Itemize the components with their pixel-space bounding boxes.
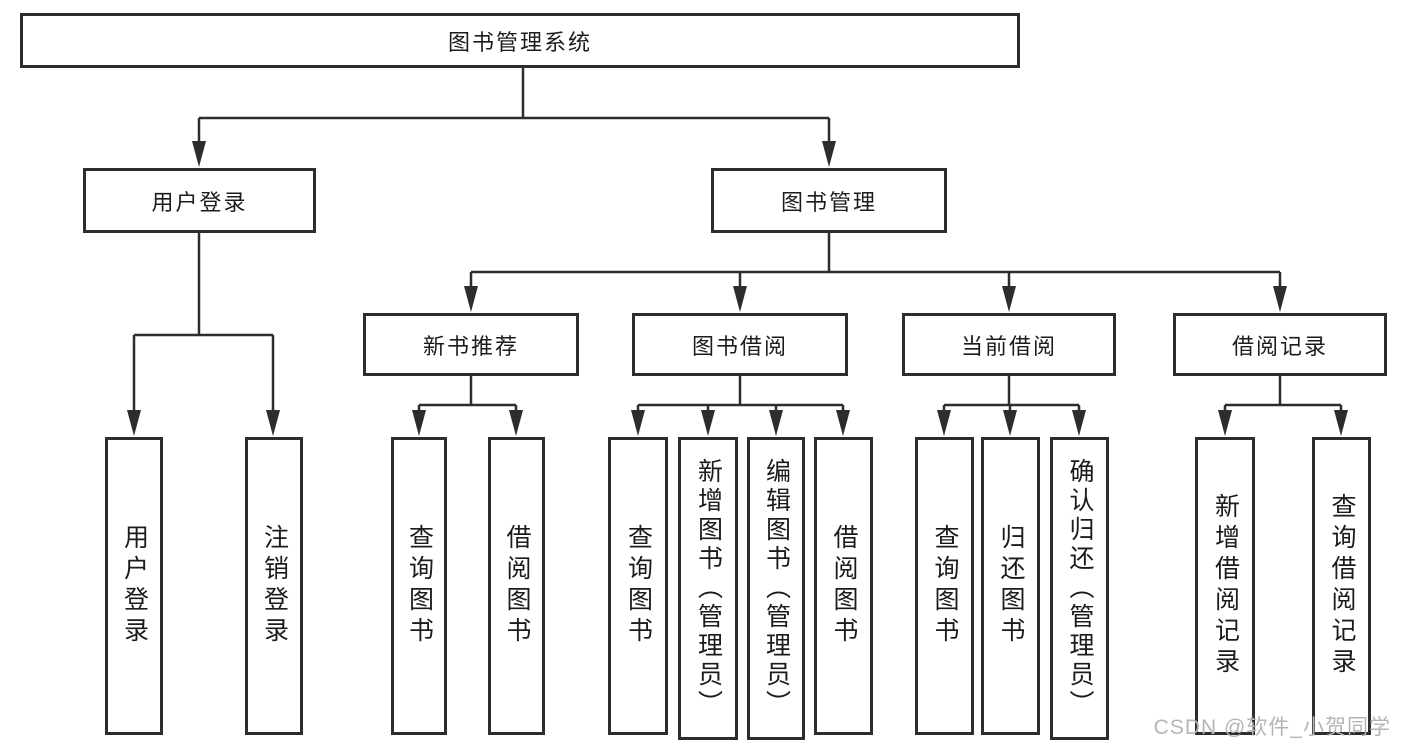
leaf-borrow-book-rec: 借阅图书: [488, 437, 545, 735]
leaf-add-book-admin-label: 新增图书（管理员）: [694, 458, 723, 719]
leaf-confirm-return-admin: 确认归还（管理员）: [1050, 437, 1109, 740]
node-root: 图书管理系统: [20, 13, 1020, 68]
leaf-add-book-admin: 新增图书（管理员）: [678, 437, 738, 740]
leaf-logout-label: 注销登录: [260, 524, 289, 648]
leaf-borrow-book-rec-label: 借阅图书: [503, 524, 531, 648]
node-new-book-rec-label: 新书推荐: [422, 333, 519, 359]
node-current-borrow: 当前借阅: [902, 313, 1116, 376]
leaf-return-book: 归还图书: [981, 437, 1040, 735]
leaf-edit-book-admin-label: 编辑图书（管理员）: [762, 458, 791, 719]
leaf-return-book-label: 归还图书: [997, 524, 1025, 648]
leaf-query-book-rec: 查询图书: [391, 437, 447, 735]
leaf-borrow-book-borrow-label: 借阅图书: [830, 524, 858, 648]
leaf-add-borrow-record: 新增借阅记录: [1195, 437, 1255, 735]
leaf-query-book-current: 查询图书: [915, 437, 974, 735]
leaf-query-book-rec-label: 查询图书: [405, 524, 434, 648]
node-user-login-label: 用户登录: [151, 189, 248, 215]
leaf-user-login: 用户登录: [105, 437, 163, 735]
leaf-query-borrow-record-label: 查询借阅记录: [1328, 493, 1356, 679]
node-book-mgmt: 图书管理: [711, 168, 947, 233]
leaf-borrow-book-borrow: 借阅图书: [814, 437, 873, 735]
leaf-query-book-current-label: 查询图书: [931, 524, 959, 648]
leaf-query-borrow-record: 查询借阅记录: [1312, 437, 1371, 735]
node-book-borrow-label: 图书借阅: [691, 333, 788, 359]
node-book-mgmt-label: 图书管理: [780, 189, 877, 215]
csdn-watermark: CSDN @软件_小贺同学: [1153, 716, 1391, 739]
node-root-label: 图书管理系统: [447, 29, 592, 55]
node-new-book-rec: 新书推荐: [363, 313, 579, 376]
leaf-user-login-label: 用户登录: [120, 524, 149, 648]
leaf-query-book-borrow: 查询图书: [608, 437, 668, 735]
node-book-borrow: 图书借阅: [632, 313, 848, 376]
node-user-login: 用户登录: [83, 168, 316, 233]
node-borrow-records-label: 借阅记录: [1231, 333, 1328, 359]
leaf-logout: 注销登录: [245, 437, 303, 735]
leaf-query-book-borrow-label: 查询图书: [624, 524, 653, 648]
leaf-add-borrow-record-label: 新增借阅记录: [1211, 493, 1240, 679]
node-borrow-records: 借阅记录: [1173, 313, 1387, 376]
leaf-confirm-return-admin-label: 确认归还（管理员）: [1066, 458, 1094, 719]
leaf-edit-book-admin: 编辑图书（管理员）: [747, 437, 805, 740]
node-current-borrow-label: 当前借阅: [960, 333, 1057, 359]
